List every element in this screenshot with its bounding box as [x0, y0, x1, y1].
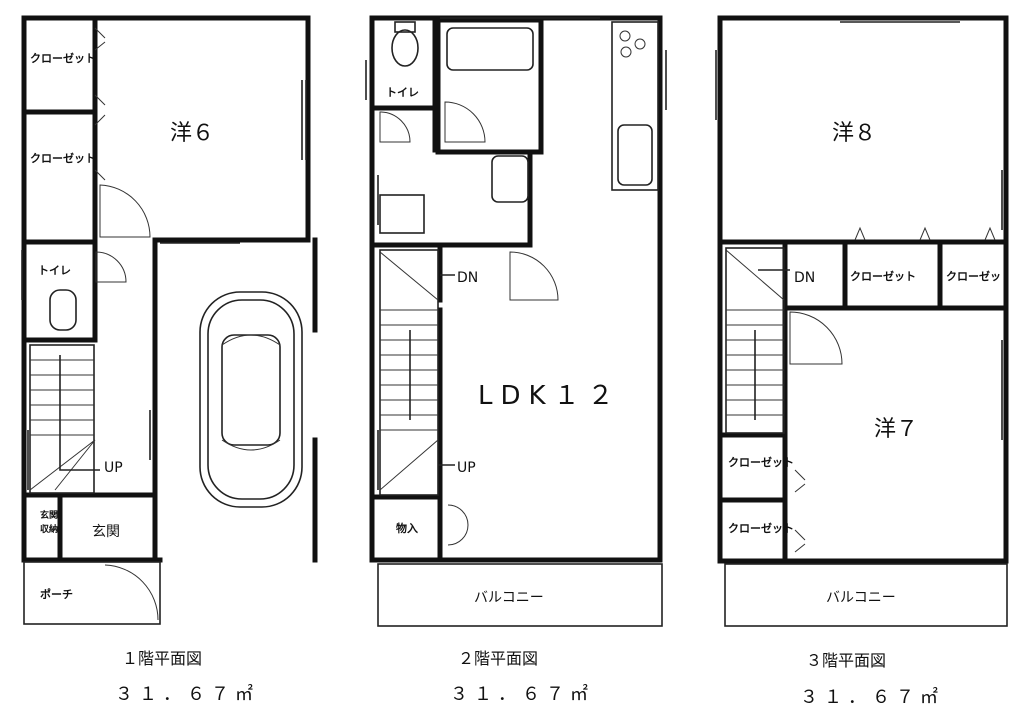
floor-1-storage-2-label: 収納	[40, 523, 58, 535]
floor-2-plan	[365, 15, 667, 627]
floor-2-stairs-up-label: UP	[457, 460, 476, 476]
floor-1-closet-b-label: クローゼット	[30, 151, 96, 165]
floor-1-area: ３１．６７㎡	[115, 683, 259, 705]
floor-1-storage-1-label: 玄関	[40, 509, 58, 521]
floor-3-stairs	[725, 247, 790, 434]
floor-2-stairs-down-label: DN	[457, 270, 478, 286]
floor-1-entrance-label: 玄関	[92, 523, 120, 540]
floor-1-porch-label: ポーチ	[40, 587, 73, 601]
floor-2-area: ３１．６７㎡	[450, 683, 594, 705]
floor-3-western-room-8-label: 洋８	[832, 121, 876, 146]
floor-3-area: ３１．６７㎡	[800, 686, 944, 708]
floor-3-balcony-label: バルコニー	[826, 590, 896, 606]
floor-2-caption: ２階平面図	[458, 649, 538, 668]
floor-2-stairs	[379, 249, 455, 496]
floor-2-balcony-label: バルコニー	[474, 590, 544, 606]
floor-3-closet-c-label: クローゼット	[728, 455, 794, 469]
floor-3-closet-a-label: クローゼット	[850, 269, 916, 283]
car-icon	[199, 291, 303, 508]
floor-3-closet-b-label: クローゼッ	[946, 269, 1001, 283]
floor-1-western-room-label: 洋６	[170, 121, 214, 146]
floor-1-closet-a-label: クローゼット	[30, 51, 96, 65]
floor-2-toilet-label: トイレ	[386, 86, 419, 99]
floor-1-toilet-label: トイレ	[38, 264, 71, 277]
floor-2-ldk-label: LDK１２	[478, 381, 622, 411]
floor-3-western-room-7-label: 洋７	[874, 417, 918, 442]
floor-1-plan	[21, 15, 318, 625]
floor-2-storage-label: 物入	[396, 521, 418, 535]
floor-3-closet-d-label: クローゼット	[728, 521, 794, 535]
floor-3-caption: ３階平面図	[806, 651, 886, 670]
floor-3-plan	[715, 15, 1009, 627]
floor-1-stairs	[29, 344, 100, 494]
floor-1-caption: １階平面図	[122, 649, 202, 668]
floor-3-stairs-down-label: DN	[794, 270, 815, 286]
floor-1-stairs-up-label: UP	[104, 460, 123, 476]
